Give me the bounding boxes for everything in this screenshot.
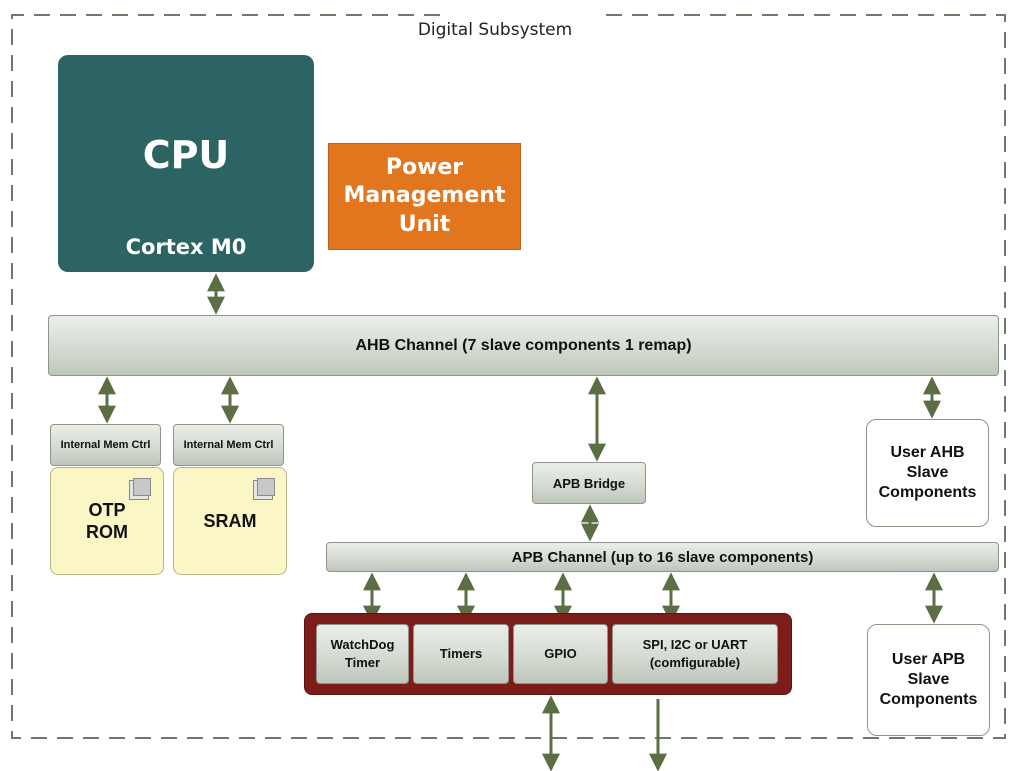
cpu-subtitle: Cortex M0 — [125, 235, 247, 259]
apb-channel: APB Channel (up to 16 slave components) — [326, 542, 999, 572]
gpio: GPIO — [513, 624, 608, 684]
user-apb-label: User APB Slave Components — [879, 651, 978, 708]
user-ahb-label: User AHB Slave Components — [878, 444, 977, 501]
user-apb-slave-components: User APB Slave Components — [867, 624, 990, 736]
power-management-unit: Power Management Unit — [328, 143, 521, 250]
spi-i2c-uart: SPI, I2C or UART (comfigurable) — [612, 624, 778, 684]
user-ahb-slave-components: User AHB Slave Components — [866, 419, 989, 527]
apb-bridge: APB Bridge — [532, 462, 646, 504]
memory-cube-icon — [257, 478, 275, 496]
ahb-channel: AHB Channel (7 slave components 1 remap) — [48, 315, 999, 376]
otp-rom-label: OTP ROM — [86, 499, 128, 543]
cpu-title: CPU — [142, 133, 230, 177]
spi-i2c-uart-label: SPI, I2C or UART (comfigurable) — [642, 636, 748, 670]
memory-cube-icon — [133, 478, 151, 496]
watchdog-timer-label: WatchDog Timer — [330, 636, 395, 670]
mem-ctrl-sram: Internal Mem Ctrl — [173, 424, 284, 466]
timers: Timers — [413, 624, 509, 684]
cpu-block: CPU Cortex M0 — [58, 55, 314, 272]
watchdog-timer: WatchDog Timer — [316, 624, 409, 684]
subsystem-title: Digital Subsystem — [417, 20, 573, 40]
sram-label: SRAM — [203, 510, 257, 531]
subsystem-border — [11, 14, 1006, 739]
mem-ctrl-otp: Internal Mem Ctrl — [50, 424, 161, 466]
